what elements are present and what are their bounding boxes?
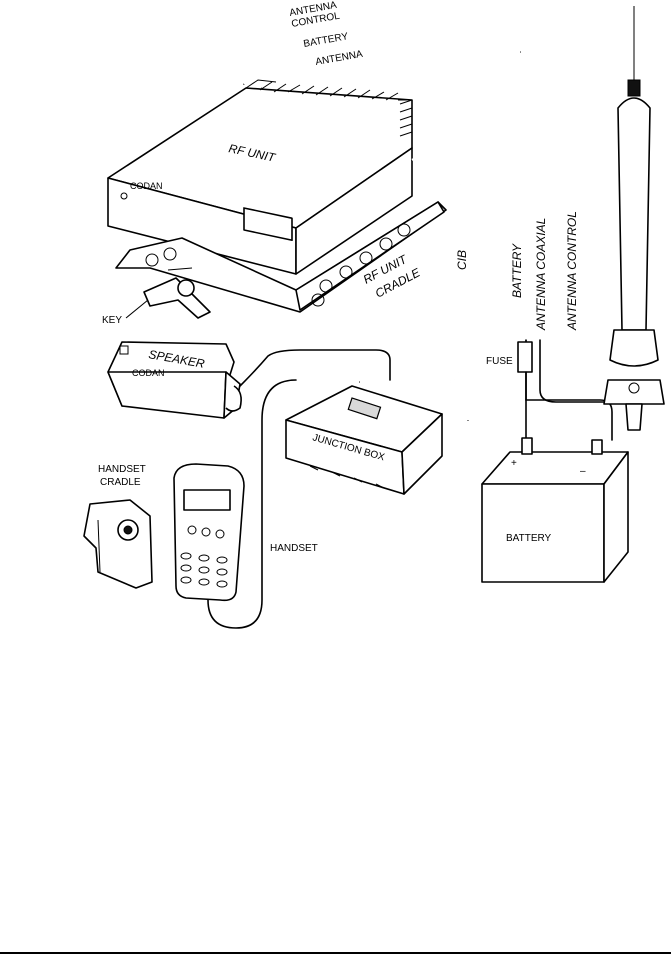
antenna-coaxial-cable <box>539 339 611 403</box>
handset-cradle <box>83 499 153 589</box>
cib-label: CIB <box>455 250 469 270</box>
handset <box>173 463 245 602</box>
rf-unit-brand: CODAN <box>130 181 163 191</box>
key <box>143 267 211 319</box>
battery-cable-top-label: BATTERY <box>303 31 350 50</box>
battery-minus-label: – <box>580 466 586 477</box>
cib-cable <box>359 152 462 384</box>
handset-cradle-label-line1: HANDSET <box>98 464 146 475</box>
battery-cable-label: BATTERY <box>510 243 524 298</box>
battery-plus-label: + <box>511 458 517 469</box>
speaker <box>107 341 242 419</box>
rear-cable-bundle <box>242 20 615 421</box>
key-label: KEY <box>102 315 122 326</box>
handset-cradle-label-line2: CRADLE <box>100 477 141 488</box>
footer-rule <box>0 952 671 954</box>
rf-unit-cradle <box>115 201 447 313</box>
fuse <box>517 341 533 373</box>
speaker-cable <box>239 349 391 387</box>
handset-cable <box>207 379 297 629</box>
antenna-control-cable-label: ANTENNA CONTROL <box>565 211 579 331</box>
speaker-brand: CODAN <box>132 368 165 378</box>
battery-label: BATTERY <box>506 533 552 544</box>
antenna <box>603 6 665 431</box>
key-leader-line <box>125 299 149 319</box>
antenna-coaxial-label: ANTENNA COAXIAL <box>534 218 548 331</box>
battery-cable <box>525 339 613 441</box>
handset-label: HANDSET <box>270 543 318 554</box>
fuse-label: FUSE <box>486 356 513 367</box>
battery-box <box>481 371 629 583</box>
junction-box <box>285 385 443 495</box>
rf-unit: CODAN <box>107 79 413 275</box>
